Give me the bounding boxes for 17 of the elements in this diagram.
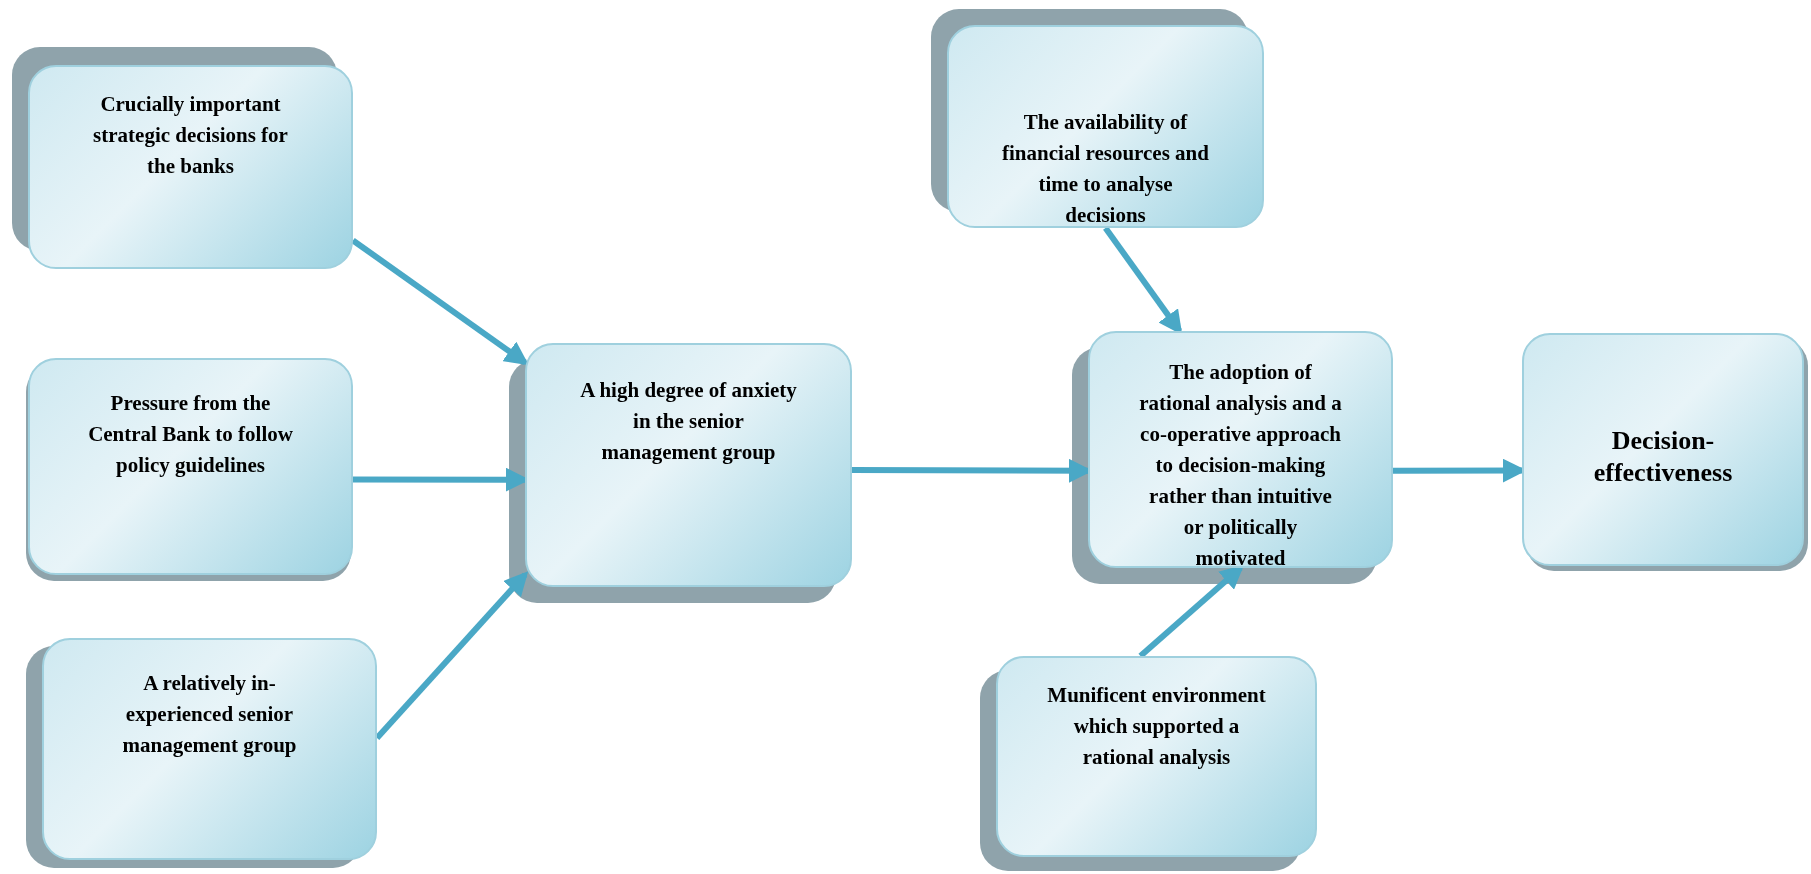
arrow bbox=[351, 238, 529, 366]
box-text: The availability of financial resources and time to analyse decisions bbox=[1001, 109, 1210, 229]
box-text: Decision-effectiveness bbox=[1592, 425, 1734, 489]
rounded-box bbox=[1088, 331, 1393, 568]
box-text: Crucially important strategic decisions for the banks bbox=[92, 91, 289, 180]
rounded-box bbox=[996, 656, 1317, 857]
rounded-box bbox=[947, 25, 1264, 228]
rounded-box bbox=[42, 638, 377, 860]
box-text: Pressure from the Central Bank to follow policy guidelines bbox=[87, 390, 294, 479]
rounded-box bbox=[1522, 333, 1804, 566]
box-text: The adoption of rational analysis and a co-operative approach to decision-making rather than intuitive or politically motivated bbox=[1138, 359, 1343, 572]
rounded-box bbox=[28, 65, 353, 269]
box-text: A relatively in-experienced senior management group bbox=[121, 670, 298, 759]
box-text: Munificent environment which supported a rational analysis bbox=[1046, 682, 1267, 771]
rounded-box bbox=[28, 358, 353, 575]
box-text: A high degree of anxiety in the senior management group bbox=[579, 377, 798, 466]
rounded-box bbox=[525, 343, 852, 587]
